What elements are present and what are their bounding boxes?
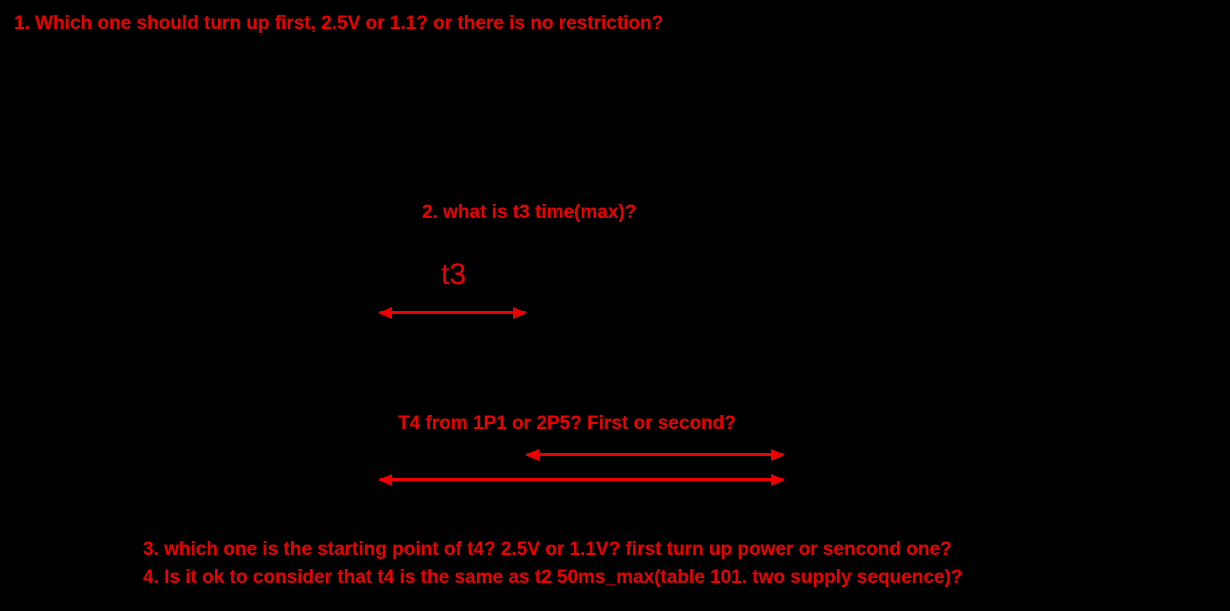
t3-label: t3 bbox=[441, 258, 467, 291]
question-2: 2. what is t3 time(max)? bbox=[422, 202, 637, 223]
question-4: 4. Is it ok to consider that t4 is the s… bbox=[143, 567, 963, 588]
t3-span-double-arrow-icon bbox=[380, 311, 525, 314]
question-3: 3. which one is the starting point of t4… bbox=[143, 539, 952, 560]
t4-question: T4 from 1P1 or 2P5? First or second? bbox=[398, 413, 736, 434]
t4-upper-span-double-arrow-icon bbox=[527, 453, 783, 456]
t4-full-span-double-arrow-icon bbox=[380, 478, 783, 481]
question-1: 1. Which one should turn up first, 2.5V … bbox=[14, 13, 664, 34]
